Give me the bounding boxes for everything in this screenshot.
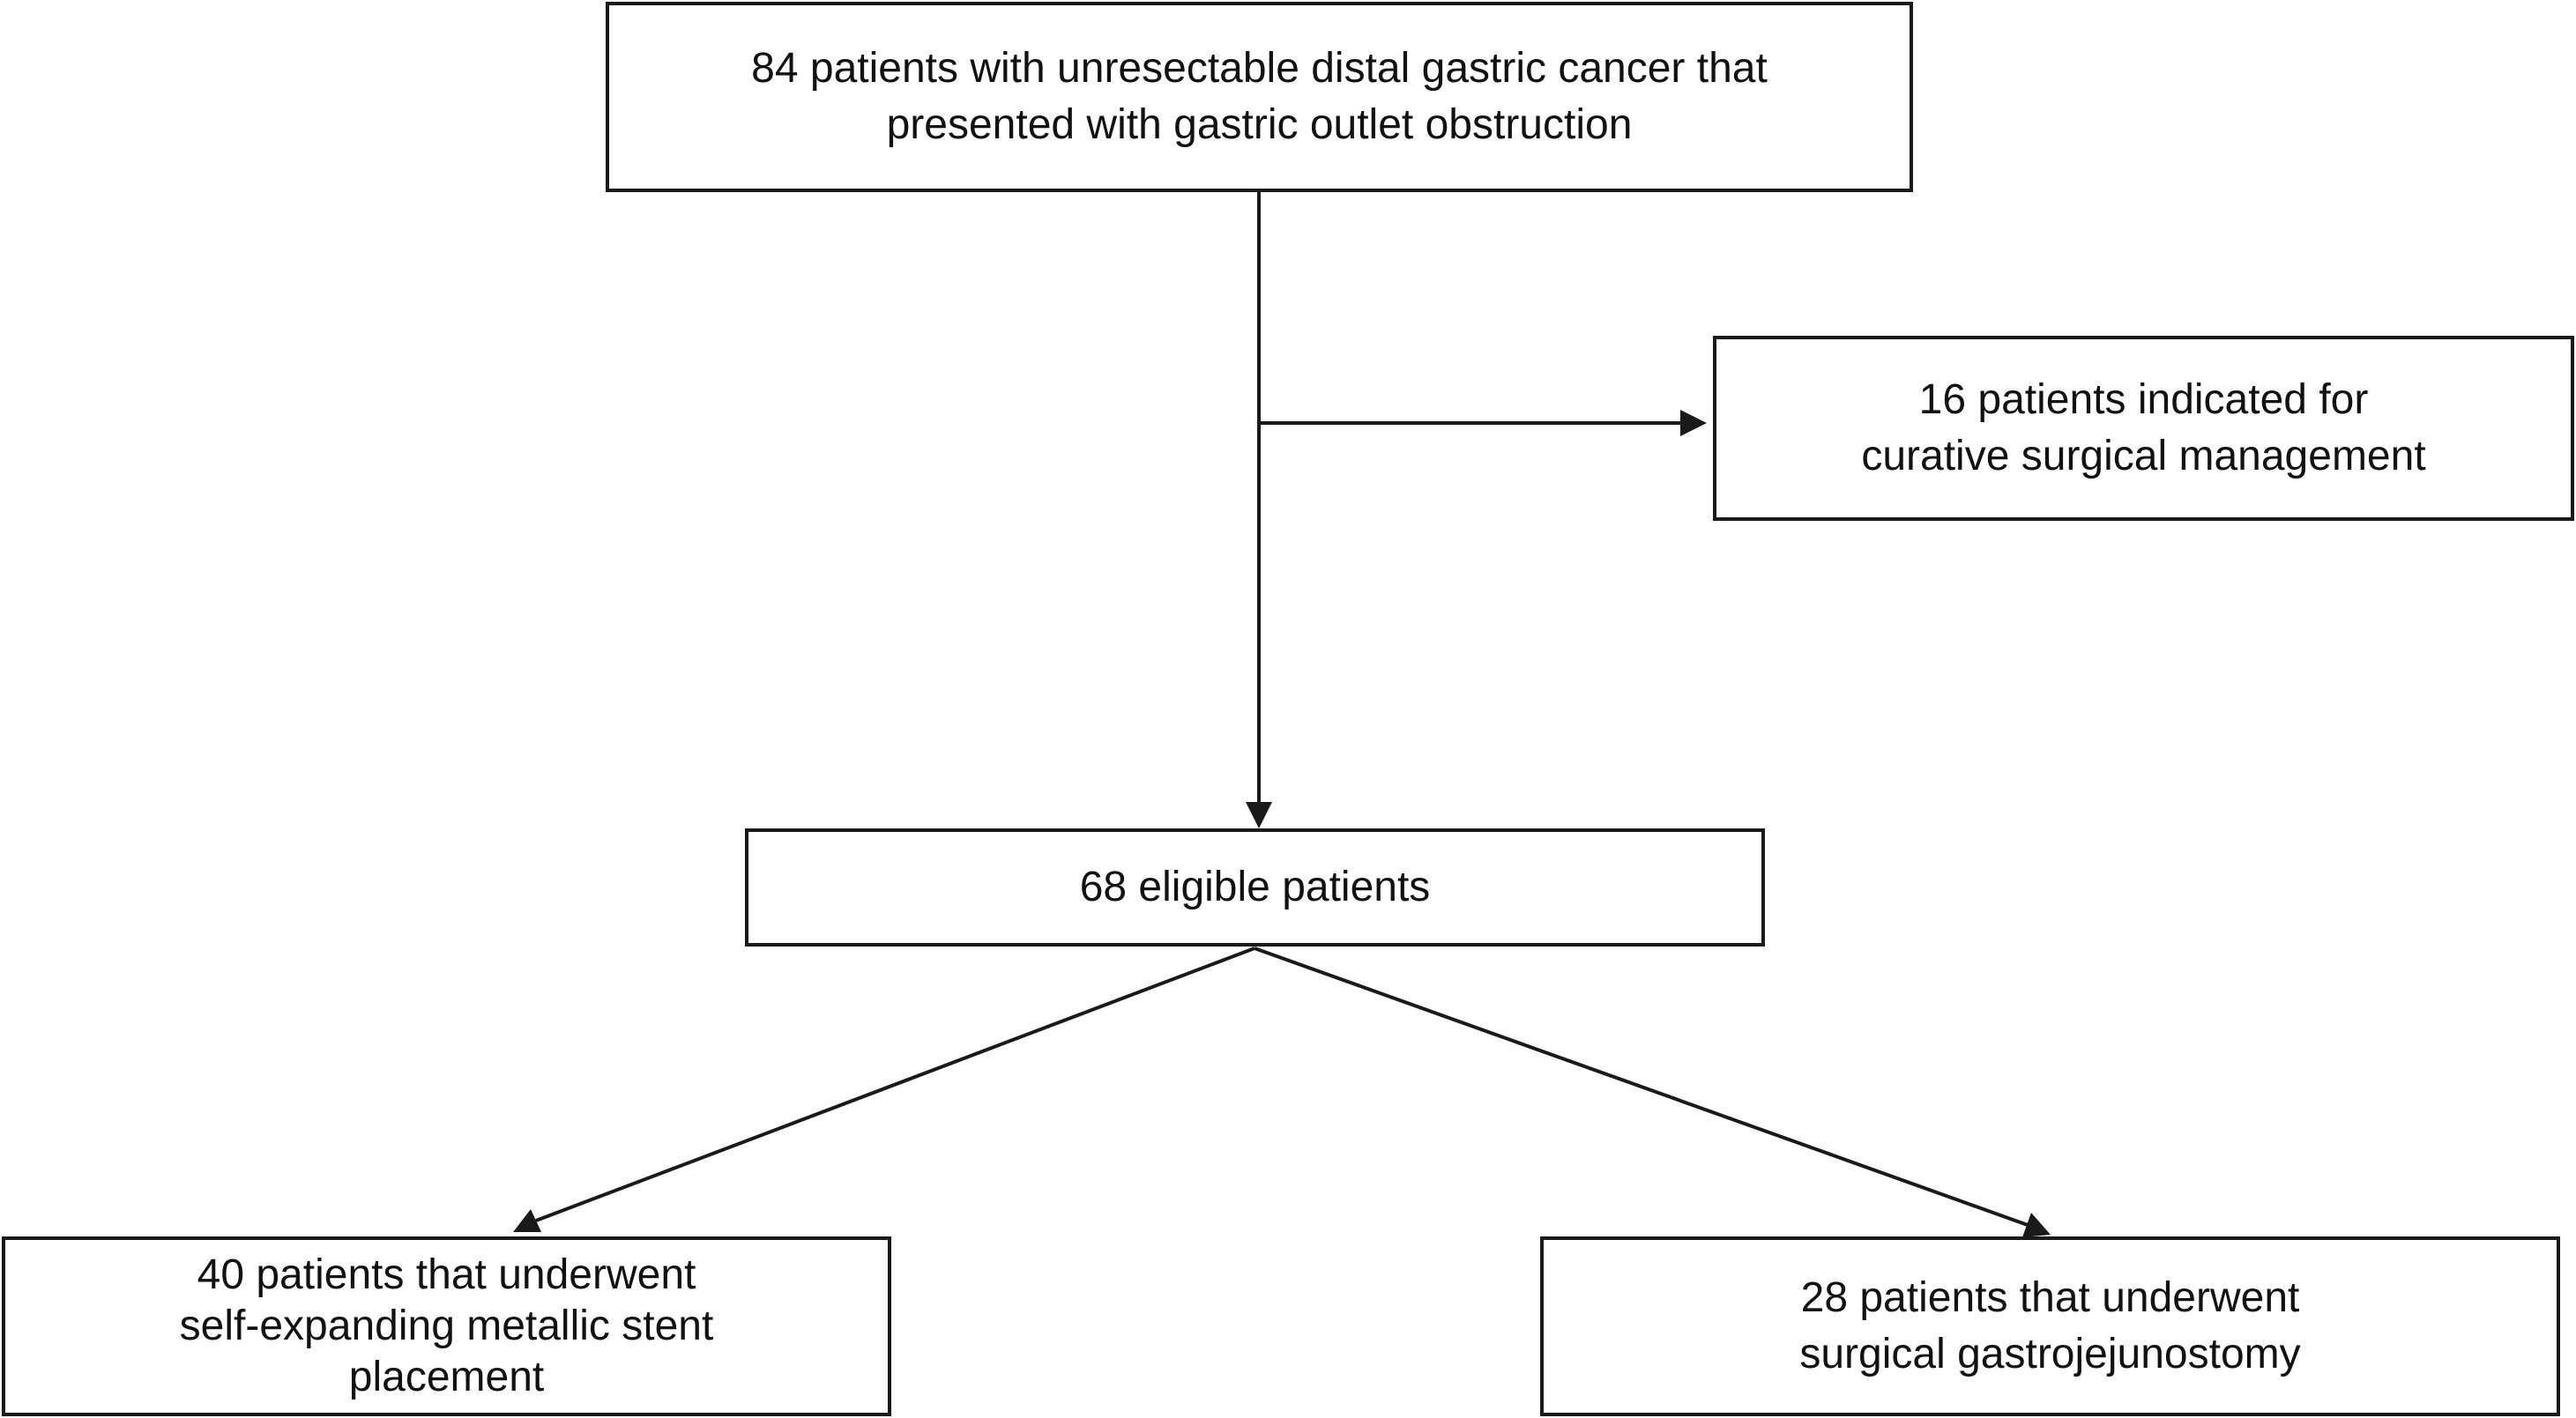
excluded-patients-line2: curative surgical management bbox=[1861, 433, 2426, 479]
total-patients-box: 84 patients with unresectable distal gas… bbox=[606, 2, 1913, 192]
surgery-group-line1: 28 patients that underwent bbox=[1800, 1274, 2300, 1321]
connector-eligible-to-surgery bbox=[1254, 947, 2029, 1227]
connector-eligible-to-stent bbox=[535, 947, 1255, 1222]
total-patients-line2: presented with gastric outlet obstructio… bbox=[886, 101, 1633, 148]
arrowhead-surgery bbox=[2022, 1213, 2051, 1237]
arrowhead-excluded bbox=[1680, 410, 1707, 436]
surgery-group-line2: surgical gastrojejunostomy bbox=[1799, 1331, 2301, 1377]
stent-group-box: 40 patients that underwent self-expandin… bbox=[2, 1236, 891, 1416]
surgery-group-box: 28 patients that underwent surgical gast… bbox=[1540, 1236, 2560, 1416]
arrowhead-stent bbox=[513, 1209, 541, 1232]
excluded-patients-box: 16 patients indicated for curative surgi… bbox=[1713, 336, 2574, 521]
stent-group-line2: self-expanding metallic stent bbox=[179, 1303, 714, 1349]
stent-group-line1: 40 patients that underwent bbox=[197, 1251, 696, 1298]
total-patients-line1: 84 patients with unresectable distal gas… bbox=[751, 45, 1768, 92]
arrowhead-eligible bbox=[1246, 802, 1272, 828]
excluded-patients-line1: 16 patients indicated for bbox=[1918, 376, 2369, 423]
eligible-patients-label: 68 eligible patients bbox=[1079, 864, 1431, 910]
eligible-patients-box: 68 eligible patients bbox=[745, 828, 1765, 947]
stent-group-line3: placement bbox=[348, 1354, 545, 1400]
